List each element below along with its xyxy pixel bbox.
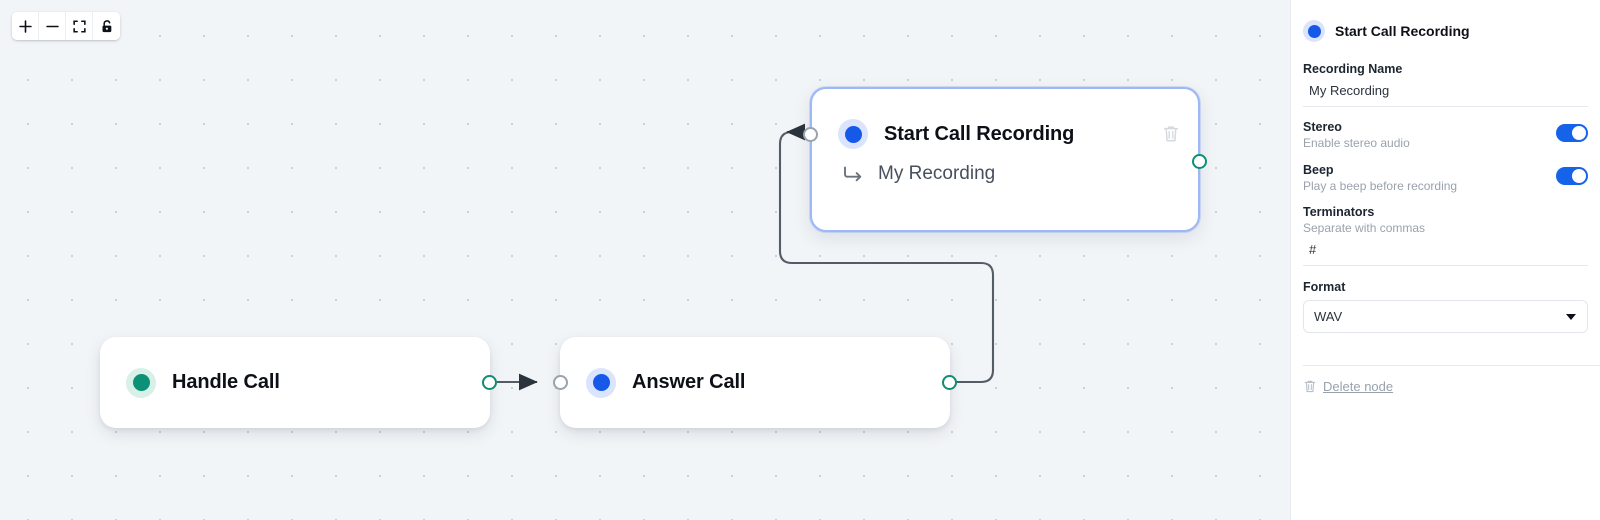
stereo-label: Stereo (1303, 120, 1342, 134)
stereo-hint: Enable stereo audio (1303, 136, 1410, 150)
edge-layer (497, 123, 995, 391)
node-status-dot-icon (838, 119, 868, 149)
node-answer-call-source-handle[interactable] (942, 375, 957, 390)
beep-row: Beep Play a beep before recording (1303, 163, 1588, 193)
node-start-call-recording-target-handle[interactable] (803, 127, 818, 142)
stereo-texts: Stereo Enable stereo audio (1303, 120, 1556, 150)
trash-icon (1163, 126, 1179, 142)
panel-header: Start Call Recording (1303, 20, 1588, 42)
minus-icon (45, 25, 59, 27)
format-field: Format WAV (1303, 280, 1588, 333)
beep-toggle-knob (1572, 169, 1586, 183)
node-properties-panel: Start Call Recording Recording Name Ster… (1290, 0, 1600, 520)
beep-texts: Beep Play a beep before recording (1303, 163, 1556, 193)
fit-view-button[interactable] (66, 12, 93, 40)
format-select[interactable]: WAV (1303, 300, 1588, 333)
node-answer-call-target-handle[interactable] (553, 375, 568, 390)
node-answer-call-title: Answer Call (632, 371, 746, 393)
recording-name-label: Recording Name (1303, 62, 1403, 76)
chevron-down-icon (1566, 313, 1576, 320)
terminators-field: Terminators Separate with commas (1303, 205, 1588, 266)
node-delete-icon[interactable] (1162, 124, 1180, 144)
lock-icon (102, 19, 111, 32)
node-start-call-recording-source-handle[interactable] (1192, 154, 1207, 169)
lock-button[interactable] (93, 12, 120, 40)
terminators-input[interactable] (1303, 238, 1588, 266)
zoom-in-button[interactable] (12, 12, 39, 40)
node-answer-call-row: Answer Call (560, 337, 950, 428)
node-status-dot-icon (586, 367, 616, 398)
recording-name-field: Recording Name (1303, 62, 1588, 107)
format-label: Format (1303, 280, 1346, 294)
beep-label: Beep (1303, 163, 1334, 177)
flow-canvas[interactable]: Handle Call Answer Call Start Call Recor… (0, 0, 1290, 520)
node-start-call-recording-subtitle: My Recording (878, 163, 996, 184)
panel-body: Start Call Recording Recording Name Ster… (1291, 0, 1600, 333)
terminators-hint: Separate with commas (1303, 221, 1426, 235)
node-handle-call[interactable]: Handle Call (100, 337, 497, 428)
panel-status-dot-icon (1303, 20, 1325, 42)
beep-hint: Play a beep before recording (1303, 179, 1458, 193)
recording-name-input[interactable] (1303, 79, 1588, 107)
terminators-label: Terminators (1303, 205, 1375, 219)
node-handle-call-title: Handle Call (172, 371, 280, 393)
stereo-toggle[interactable] (1556, 124, 1588, 142)
node-handle-call-row: Handle Call (100, 337, 490, 428)
stereo-row: Stereo Enable stereo audio (1303, 120, 1588, 150)
delete-node-button[interactable]: Delete node (1303, 379, 1393, 394)
node-start-call-recording-title: Start Call Recording (884, 122, 1075, 145)
fit-view-icon (72, 19, 86, 33)
zoom-out-button[interactable] (39, 12, 66, 40)
zoom-controls (12, 12, 120, 40)
plus-icon (18, 19, 32, 33)
panel-divider (1303, 365, 1600, 366)
stereo-toggle-knob (1572, 126, 1586, 140)
panel-title: Start Call Recording (1335, 23, 1470, 39)
format-select-value: WAV (1314, 309, 1343, 324)
beep-toggle[interactable] (1556, 167, 1588, 185)
delete-node-label: Delete node (1323, 379, 1394, 394)
node-start-call-recording[interactable]: Start Call Recording My Recording (803, 87, 1207, 232)
node-status-dot-icon (126, 367, 156, 398)
trash-icon (1304, 380, 1316, 393)
node-start-call-recording-subtitle-row: My Recording (812, 149, 1198, 185)
node-handle-call-source-handle[interactable] (482, 375, 497, 390)
format-select-wrap: WAV (1303, 300, 1588, 333)
node-start-call-recording-header: Start Call Recording (812, 89, 1198, 149)
corner-down-right-icon (844, 166, 862, 182)
node-answer-call[interactable]: Answer Call (553, 337, 957, 428)
